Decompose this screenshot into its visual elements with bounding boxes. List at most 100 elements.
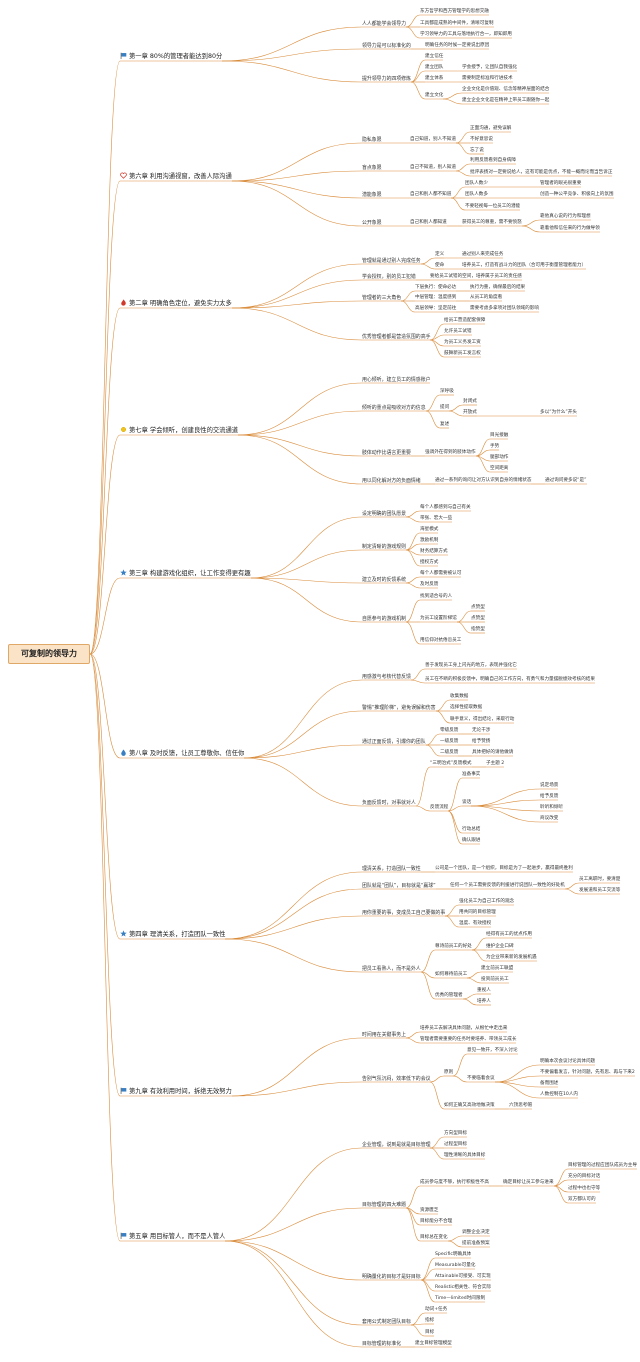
topic-node[interactable]: 靠着他和信任来的行为做导领 [540, 226, 600, 232]
topic-node[interactable]: 倾听的重点是吸收对方的信息 [362, 405, 426, 411]
topic-node[interactable]: 行动总结 [462, 827, 480, 833]
topic-node[interactable]: 学会授予，让团队自我强化 [462, 65, 517, 71]
topic-node[interactable]: 指标 [425, 1318, 434, 1324]
topic-node[interactable]: 反馈流程 [430, 805, 448, 811]
topic-node[interactable]: 管理者的眼光很重要 [540, 181, 581, 187]
topic-node[interactable]: 发展道和员工交流等 [579, 888, 620, 894]
topic-node[interactable]: 自己不知道，别人知道 [410, 165, 456, 171]
topic-node[interactable]: 需要制定标准和行进技术 [462, 76, 513, 82]
topic-node[interactable]: 动词+任务 [425, 1307, 447, 1313]
topic-node[interactable]: 工具都是成熟的中间件，清晰可复制 [420, 21, 494, 27]
topic-node[interactable]: 具体把好的请他做请 [472, 750, 513, 756]
topic-node[interactable]: 原则 [444, 1070, 453, 1076]
topic-node[interactable]: 获得员工的尊重，需不要愤怒 [462, 220, 522, 226]
topic-node[interactable]: Attainable可接受、可实现 [435, 1274, 491, 1280]
topic-node[interactable]: 用以同化解对方的负面情绪 [362, 478, 421, 484]
topic-node[interactable]: 要给员工试错的空间，培养属于员工的责任感 [430, 274, 522, 280]
topic-node[interactable]: 用感激与考核代替反馈 [362, 674, 411, 680]
topic-node[interactable]: 公开象限 [362, 220, 382, 226]
topic-node[interactable]: 理清关系，打造团队一致性 [362, 866, 421, 872]
chapter-topic[interactable]: 第四章 理清关系，打造团队一致性 [120, 930, 225, 939]
topic-node[interactable]: 下层执行：使命必达 [415, 285, 456, 291]
topic-node[interactable]: 子主题 2 [486, 761, 504, 767]
topic-node[interactable]: 准备事实 [462, 772, 480, 778]
topic-node[interactable]: 负面反馈时，对事就对人 [362, 800, 416, 806]
chapter-topic[interactable]: 第七章 学会倾听，创建良性的交流通道 [120, 426, 238, 435]
topic-node[interactable]: 利用反馈看到自身病障 [470, 158, 516, 164]
topic-node[interactable]: 企业管理，说到是就是目标管理 [362, 1142, 430, 1148]
topic-node[interactable]: “三明治式”反馈模式 [430, 761, 472, 767]
topic-node[interactable]: 建立前员工联盟 [481, 966, 513, 972]
topic-node[interactable]: 企业文化是价值观、信念等精神层面的结合 [462, 87, 549, 93]
topic-node[interactable]: 如何尊待前员工 [435, 972, 467, 978]
topic-node[interactable]: 目标 [425, 1330, 434, 1336]
topic-node[interactable]: 二级反馈 [440, 750, 458, 756]
topic-node[interactable]: 给予赞扬 [472, 739, 490, 745]
topic-node[interactable]: 建立文化 [425, 93, 443, 99]
topic-node[interactable]: 一级反馈 [440, 739, 458, 745]
topic-node[interactable]: 目标管理的四大难题 [362, 1202, 406, 1208]
topic-node[interactable]: 使命 [435, 263, 444, 269]
topic-node[interactable]: 强调外在得到的肢体动作 [425, 450, 476, 456]
topic-node[interactable]: 海星模式 [420, 527, 438, 533]
topic-node[interactable]: 把员工看熟人，而不是外人 [362, 966, 421, 972]
topic-node[interactable]: 确定目标让员工参与进来 [503, 1180, 554, 1186]
topic-node[interactable]: 方向型目标 [444, 1131, 467, 1137]
topic-node[interactable]: 创造一种公平竞争、积极向上的氛围 [540, 192, 614, 198]
topic-node[interactable]: 自己和别人都知道 [410, 220, 447, 226]
topic-node[interactable]: Time—limited时间限制 [435, 1296, 485, 1302]
topic-node[interactable]: 培养员工去解决具体问题，从根忙中走出来 [420, 1026, 507, 1032]
chapter-topic[interactable]: 第九章 有效利用时间，拆绝无效努力 [120, 1087, 232, 1096]
topic-node[interactable]: 东方哲学和西方管理学的思想交融 [420, 9, 489, 15]
topic-node[interactable]: 建立团队 [425, 65, 443, 71]
topic-node[interactable]: Measurable可量化 [435, 1263, 475, 1269]
topic-node[interactable]: 充分的目标对话 [568, 1174, 600, 1180]
topic-node[interactable]: 找到适合号的人 [420, 594, 452, 600]
topic-node[interactable]: 管理就是通过别人完成任务 [362, 258, 421, 264]
topic-node[interactable]: 套用公式制定团队目标 [362, 1319, 411, 1325]
topic-node[interactable]: 允许员工试错 [444, 329, 472, 335]
topic-node[interactable]: 用心倾听，建立员工的情感账户 [362, 377, 430, 383]
topic-node[interactable]: 中层管理：温度感到 [415, 295, 456, 301]
topic-node[interactable]: 点赞型 [471, 616, 485, 622]
topic-node[interactable]: Specific明确具体 [435, 1252, 471, 1258]
topic-node[interactable]: 腿部动作 [490, 455, 508, 461]
topic-node[interactable]: 每个人都需要被认可 [420, 571, 461, 577]
topic-node[interactable]: 学会授权，别的员工犯错 [362, 274, 416, 280]
topic-node[interactable]: 重视人 [477, 988, 491, 994]
topic-node[interactable]: 成员参与度不够，执行积极性不高 [420, 1180, 489, 1186]
topic-node[interactable]: 通过正面反馈，引爆你的团队 [362, 739, 426, 745]
topic-node[interactable]: 优秀的管理者 [435, 993, 463, 999]
topic-node[interactable]: 建立及时的反馈系统 [362, 577, 406, 583]
topic-node[interactable]: 投资前员员工 [481, 977, 509, 983]
topic-node[interactable]: 用共同的目标管理 [459, 910, 496, 916]
topic-node[interactable]: 确认跟进 [462, 838, 480, 844]
chapter-topic[interactable]: 第五章 用目标管人，而不是人管人 [120, 1232, 225, 1241]
topic-node[interactable]: 不好意思说 [470, 137, 493, 143]
topic-node[interactable]: 目光接触 [490, 433, 508, 439]
topic-node[interactable]: 选择性提取数据 [450, 705, 482, 711]
topic-node[interactable]: 通过别人来完成任务 [462, 252, 503, 258]
topic-node[interactable]: 需要考虑多拿项对团队领域的影响 [470, 306, 539, 312]
topic-node[interactable]: 带张、宏大一些 [420, 516, 452, 522]
topic-node[interactable]: 开放式 [463, 410, 477, 416]
topic-node[interactable]: 财务结算方式 [420, 549, 448, 555]
topic-node[interactable]: 明确任务的时候一定要说出原因 [425, 43, 489, 49]
topic-node[interactable]: 设定明确的团队愿景 [362, 511, 406, 517]
topic-node[interactable]: 备而围述 [540, 1081, 558, 1087]
topic-node[interactable]: 经得有员工的优点作用 [486, 932, 532, 938]
topic-node[interactable]: 团队人数少 [465, 181, 488, 187]
topic-node[interactable]: 自己知道，别人不知道 [410, 137, 456, 143]
topic-node[interactable]: 人数控制在10人内 [540, 1092, 578, 1098]
chapter-topic[interactable]: 第三章 构建游戏化组织，让工作变得更有趣 [120, 569, 251, 578]
topic-node[interactable]: 建立体系 [425, 76, 443, 82]
topic-node[interactable]: 用信仰对抗倦怠员工 [420, 638, 461, 644]
topic-node[interactable]: 用你重要的事，变成员工自己要做的事 [362, 910, 445, 916]
topic-node[interactable]: 不要临着会议 [467, 1076, 495, 1082]
topic-node[interactable]: 过程型目标 [444, 1142, 467, 1148]
topic-node[interactable]: 领导力是可以标准化的 [362, 43, 411, 49]
topic-node[interactable]: 理性清晰的具体目标 [444, 1153, 485, 1159]
topic-node[interactable]: 指赞型 [471, 627, 485, 633]
topic-node[interactable]: 批评表扬对一定要说给人，这有可能是优点，不能一概而论而当告诉正 [470, 170, 612, 176]
topic-node[interactable]: 零级反馈 [440, 728, 458, 734]
